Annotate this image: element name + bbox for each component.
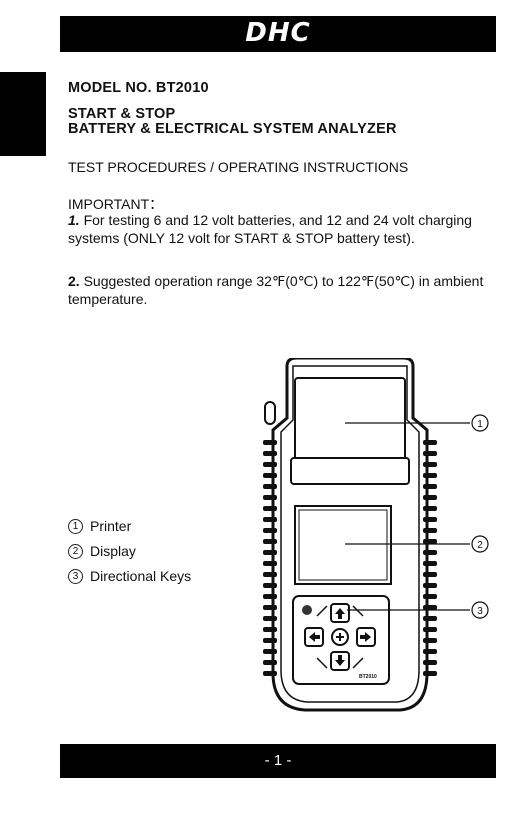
legend-item-display: 2 Display bbox=[68, 543, 136, 559]
note-2-number: 2. bbox=[68, 273, 80, 289]
header-bar: DHC bbox=[60, 16, 496, 52]
legend-item-directional-keys: 3 Directional Keys bbox=[68, 568, 191, 584]
page-number: - 1 - bbox=[264, 752, 292, 769]
important-heading: IMPORTANT： bbox=[68, 196, 164, 212]
legend-label: Printer bbox=[90, 518, 132, 534]
legend-number: 3 bbox=[68, 568, 83, 584]
left-grip-ribs bbox=[263, 440, 277, 676]
device-model-marking: BT2010 bbox=[359, 674, 377, 680]
printer-window bbox=[294, 377, 406, 465]
legend-number: 2 bbox=[68, 543, 83, 559]
note-1-number: 1. bbox=[68, 212, 80, 228]
footer-bar: - 1 - bbox=[60, 744, 496, 778]
product-title-line2: BATTERY & ELECTRICAL SYSTEM ANALYZER bbox=[68, 121, 397, 137]
legend-item-printer: 1 Printer bbox=[68, 518, 131, 534]
brand-logo: DHC bbox=[245, 18, 311, 48]
legend-label: Display bbox=[90, 543, 136, 559]
note-2: 2. Suggested operation range 32℉(0℃) to … bbox=[68, 272, 488, 308]
procedures-heading: TEST PROCEDURES / OPERATING INSTRUCTIONS bbox=[68, 159, 409, 175]
device-illustration: BT2010 1 2 3 bbox=[263, 358, 489, 712]
callout-number-1: 1 bbox=[477, 419, 483, 430]
product-title-line1: START & STOP bbox=[68, 106, 176, 122]
callout-number-3: 3 bbox=[477, 606, 483, 617]
product-title: START & STOP BATTERY & ELECTRICAL SYSTEM… bbox=[68, 107, 397, 137]
note-1-text: For testing 6 and 12 volt batteries, and… bbox=[68, 212, 472, 246]
note-1: 1. For testing 6 and 12 volt batteries, … bbox=[68, 211, 488, 247]
power-led-icon bbox=[302, 605, 312, 615]
note-2-text: Suggested operation range 32℉(0℃) to 122… bbox=[68, 273, 484, 307]
model-number: MODEL NO. BT2010 bbox=[68, 80, 209, 96]
right-grip-ribs bbox=[423, 440, 437, 676]
display-screen bbox=[294, 505, 392, 585]
side-tab-marker bbox=[0, 72, 46, 156]
legend-number: 1 bbox=[68, 518, 83, 534]
legend-label: Directional Keys bbox=[90, 568, 192, 584]
callout-number-2: 2 bbox=[477, 540, 483, 551]
